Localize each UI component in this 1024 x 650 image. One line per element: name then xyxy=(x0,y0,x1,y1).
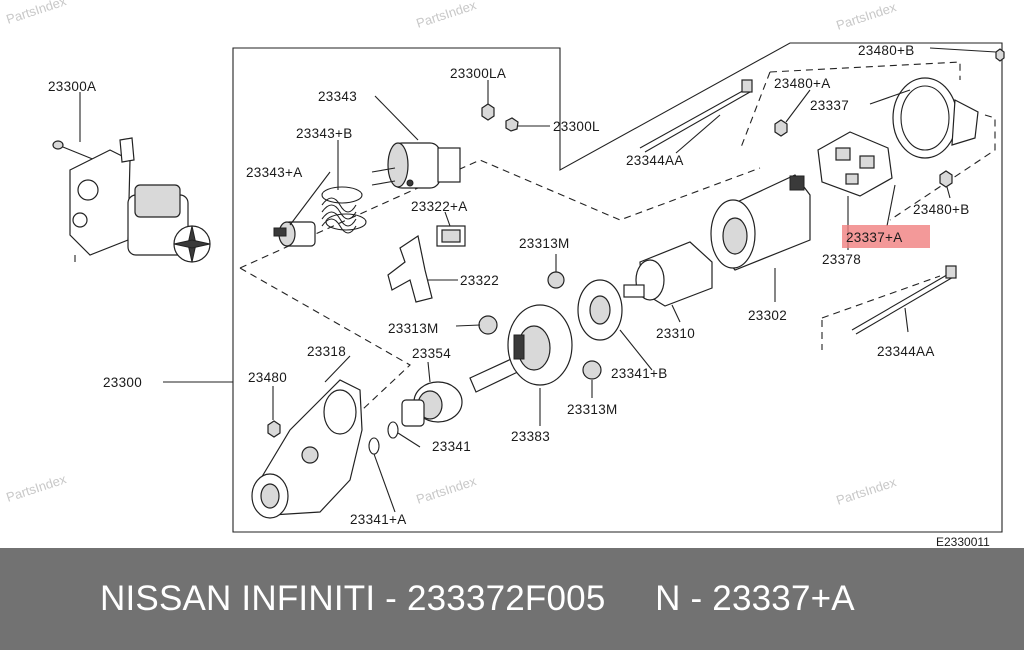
label-23480b-1: 23480+B xyxy=(858,43,915,58)
starter-thumbnail-icon xyxy=(52,137,211,263)
label-23318: 23318 xyxy=(307,344,346,359)
label-23322: 23322 xyxy=(460,273,499,288)
label-23480b-2: 23480+B xyxy=(913,202,970,217)
through-bolt-icons xyxy=(639,79,957,335)
highlight-box xyxy=(842,225,930,248)
solenoid-23343-icon xyxy=(371,142,461,189)
spring-23343b-icon xyxy=(321,186,367,234)
footer-part-number: NISSAN INFINITI - 233372F005 N - 23337+A xyxy=(100,579,855,618)
assembly-guides xyxy=(239,61,996,441)
planet-gear-icons xyxy=(478,271,602,380)
label-23302: 23302 xyxy=(748,308,787,323)
leader-lines xyxy=(79,47,997,513)
label-23341: 23341 xyxy=(432,439,471,454)
label-23480: 23480 xyxy=(248,370,287,385)
label-23344aa-2: 23344AA xyxy=(877,344,935,359)
watermark: PartsIndex xyxy=(414,473,478,507)
label-23343b: 23343+B xyxy=(296,126,353,141)
label-23300a: 23300A xyxy=(48,79,96,94)
label-23354: 23354 xyxy=(412,346,451,361)
watermark: PartsIndex xyxy=(4,471,68,505)
label-23300: 23300 xyxy=(103,375,142,390)
armature-23310-icon xyxy=(623,241,713,307)
yoke-23302-icon xyxy=(710,174,811,271)
label-23480a: 23480+A xyxy=(774,76,831,91)
label-23300l: 23300L xyxy=(553,119,600,134)
rear-cover-23337-icon xyxy=(892,77,979,159)
label-23378: 23378 xyxy=(822,252,861,267)
watermark: PartsIndex xyxy=(834,0,898,33)
footer-bar: NISSAN INFINITI - 233372F005 N - 23337+A xyxy=(0,548,1024,650)
part-labels: 23300A 23300 23343 23343+B 23343+A 23300… xyxy=(48,43,990,548)
label-23341b: 23341+B xyxy=(611,366,668,381)
watermark: PartsIndex xyxy=(4,0,68,27)
label-23341a: 23341+A xyxy=(350,512,407,527)
label-23337: 23337 xyxy=(810,98,849,113)
assembly-frame xyxy=(232,42,1003,533)
label-23343: 23343 xyxy=(318,89,357,104)
shift-lever-23322-icon xyxy=(387,225,466,303)
label-23344aa-1: 23344AA xyxy=(626,153,684,168)
label-23343a: 23343+A xyxy=(246,165,303,180)
ring-icons xyxy=(368,421,399,455)
watermark: PartsIndex xyxy=(834,474,898,508)
housing-23318-icon xyxy=(251,379,363,519)
brush-holder-23378-icon xyxy=(817,131,893,197)
plunger-23343a-icon xyxy=(273,221,316,247)
label-23300la: 23300LA xyxy=(450,66,506,81)
label-23337a: 23337+A xyxy=(846,230,903,245)
label-23322a: 23322+A xyxy=(411,199,468,214)
shaft-23383-icon xyxy=(469,304,573,393)
watermark: PartsIndex xyxy=(414,0,478,31)
exploded-parts-diagram: PartsIndex PartsIndex PartsIndex PartsIn… xyxy=(4,0,1005,548)
overrunning-clutch-23354-icon xyxy=(401,381,463,427)
label-23383: 23383 xyxy=(511,429,550,444)
label-23313m-1: 23313M xyxy=(519,236,570,251)
label-23313m-3: 23313M xyxy=(567,402,618,417)
label-23313m-2: 23313M xyxy=(388,321,439,336)
diagram-code: E2330011 xyxy=(936,535,990,548)
washer-23341b-icon xyxy=(577,279,623,341)
label-23310: 23310 xyxy=(656,326,695,341)
